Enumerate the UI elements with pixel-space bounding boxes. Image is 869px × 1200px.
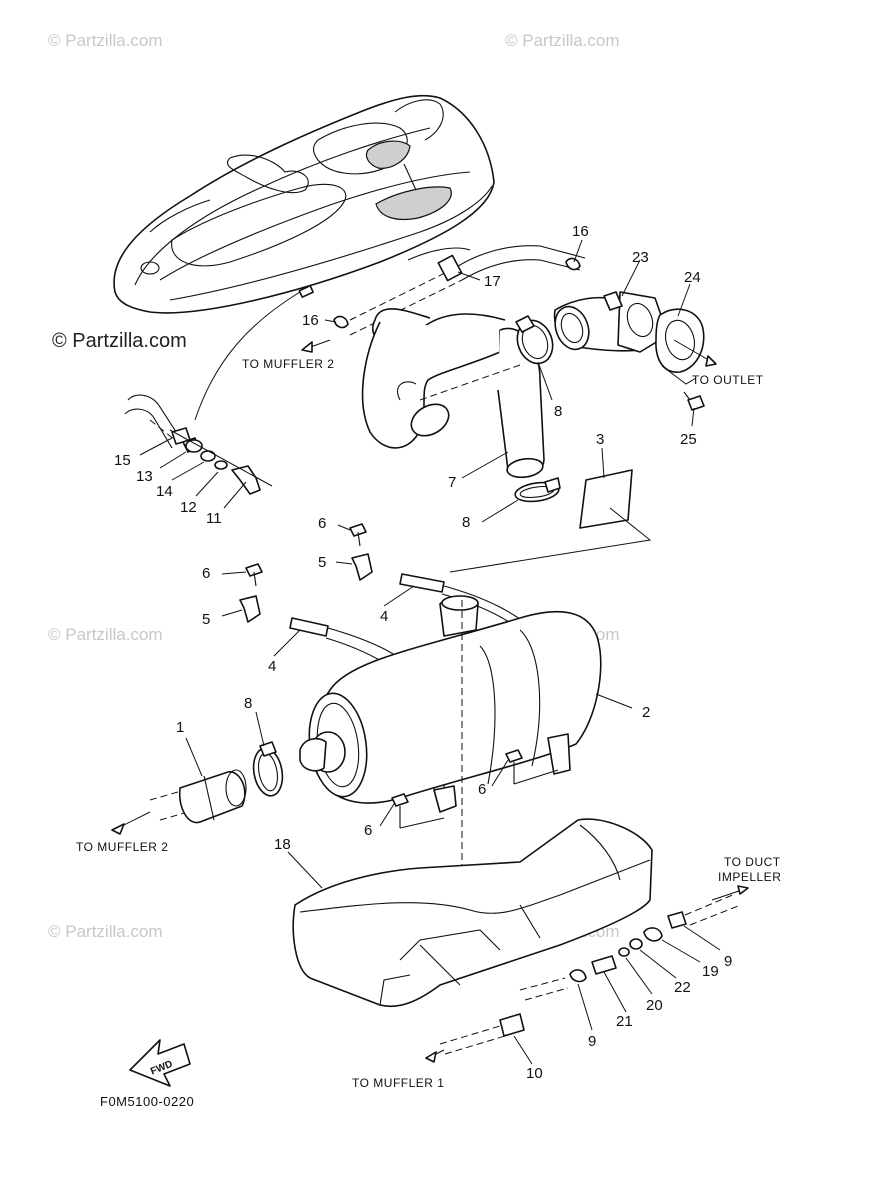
hose-17	[339, 245, 586, 336]
note-to-duct-line2: IMPELLER	[718, 870, 781, 884]
callout-23: 23	[632, 249, 649, 266]
callout-25: 25	[680, 431, 697, 448]
watermark-mid-left: © Partzilla.com	[52, 330, 187, 352]
callout-4-lower: 4	[268, 658, 276, 675]
callout-3: 3	[596, 431, 604, 448]
callout-9-left: 9	[588, 1033, 596, 1050]
note-to-duct-line1: TO DUCT	[724, 855, 781, 869]
bolt-25	[683, 391, 705, 411]
outlet-elbow-23	[553, 291, 669, 353]
callout-5-upper: 5	[318, 554, 326, 571]
callout-15: 15	[114, 452, 131, 469]
callout-18: 18	[274, 836, 291, 853]
hose-fitting-lower-group	[439, 893, 739, 1055]
bracket-5-lower	[239, 595, 261, 623]
diagram-code: F0M5100-0220	[100, 1094, 194, 1109]
callout-2: 2	[642, 704, 650, 721]
watermark-center-left: © Partzilla.com	[48, 625, 163, 644]
callout-20: 20	[646, 997, 663, 1014]
callout-10: 10	[526, 1065, 543, 1082]
note-to-outlet: TO OUTLET	[692, 373, 764, 387]
callout-13: 13	[136, 468, 153, 485]
callout-16-top: 16	[572, 223, 589, 240]
hose-1	[149, 769, 247, 824]
exhaust-pipe-7	[361, 308, 545, 479]
callout-9-right: 9	[724, 953, 732, 970]
clamp-8-middle	[514, 477, 561, 503]
callout-17: 17	[484, 273, 501, 290]
callout-12: 12	[180, 499, 197, 516]
callout-19: 19	[702, 963, 719, 980]
plate-3	[579, 469, 633, 529]
callout-6-upper-left: 6	[202, 565, 210, 582]
callout-5-lower: 5	[202, 611, 210, 628]
hose-clamp-16-left	[298, 284, 349, 329]
callout-16-left: 16	[302, 312, 319, 329]
callout-24: 24	[684, 269, 701, 286]
tray-18	[292, 818, 653, 1008]
bolt-6-upper-center	[349, 523, 367, 547]
callout-1: 1	[176, 719, 184, 736]
bolt-6-lower-left	[391, 793, 409, 828]
bolt-6-upper-left	[245, 563, 263, 587]
watermark-bottom-left: © Partzilla.com	[48, 922, 163, 941]
callout-14: 14	[156, 483, 173, 500]
hose-clamp-16-top	[565, 257, 581, 271]
watermark-top-left: © Partzilla.com	[48, 31, 163, 50]
callout-7: 7	[448, 474, 456, 491]
callout-4-upper: 4	[380, 608, 388, 625]
callout-8-middle: 8	[462, 514, 470, 531]
callout-21: 21	[616, 1013, 633, 1030]
clamp-8-top	[515, 315, 554, 365]
bracket-5-upper	[351, 553, 373, 581]
callout-6-lower-right: 6	[478, 781, 486, 798]
callout-8-top: 8	[554, 403, 562, 420]
note-to-muffler-1: TO MUFFLER 1	[352, 1076, 444, 1090]
callout-8-lower: 8	[244, 695, 252, 712]
callout-6-lower-left: 6	[364, 822, 372, 839]
gasket-24	[655, 308, 705, 373]
callout-11: 11	[206, 510, 222, 527]
note-to-muffler-2-top: TO MUFFLER 2	[242, 357, 334, 371]
callout-6-upper-center: 6	[318, 515, 326, 532]
watercraft-illustration	[113, 94, 495, 314]
note-to-muffler-2-bottom: TO MUFFLER 2	[76, 840, 168, 854]
watermark-top-right: © Partzilla.com	[505, 31, 620, 50]
muffler-2	[299, 595, 602, 804]
fwd-arrow-icon: FWD	[129, 1039, 191, 1087]
clamp-8-lower	[252, 741, 284, 797]
hose-fitting-group	[124, 394, 273, 495]
bolt-6-lower-right	[505, 749, 523, 784]
callout-22: 22	[674, 979, 691, 996]
